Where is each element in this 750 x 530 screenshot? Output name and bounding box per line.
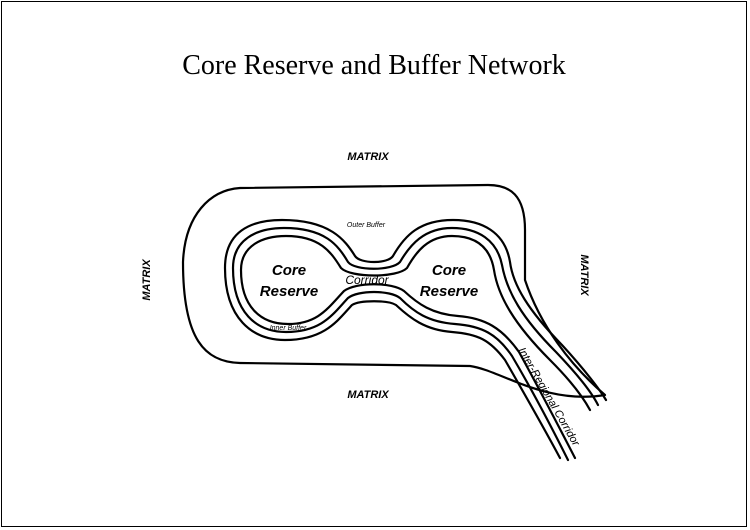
matrix-right-label: MATRIX [578,254,590,296]
corridor-label: Corridor [345,273,389,287]
outer-buffer-label: Outer Buffer [347,222,386,229]
core-reserve-left-line1: Core [272,262,306,279]
core-reserve-right-line1: Core [432,262,466,279]
inner-buffer-label: Inner Buffer [270,325,307,332]
matrix-top-label: MATRIX [347,151,389,163]
core-reserve-right-line2: Reserve [420,283,478,300]
matrix-bottom-label: MATRIX [347,389,389,401]
matrix-left-label: MATRIX [141,259,153,301]
inner-buffer-boundary [231,226,600,462]
core-reserve-left-line2: Reserve [260,283,318,300]
outer-boundary [181,183,607,398]
diagram-title: Core Reserve and Buffer Network [182,50,566,81]
outer-buffer-boundary [223,218,608,460]
core-boundary [239,234,592,460]
